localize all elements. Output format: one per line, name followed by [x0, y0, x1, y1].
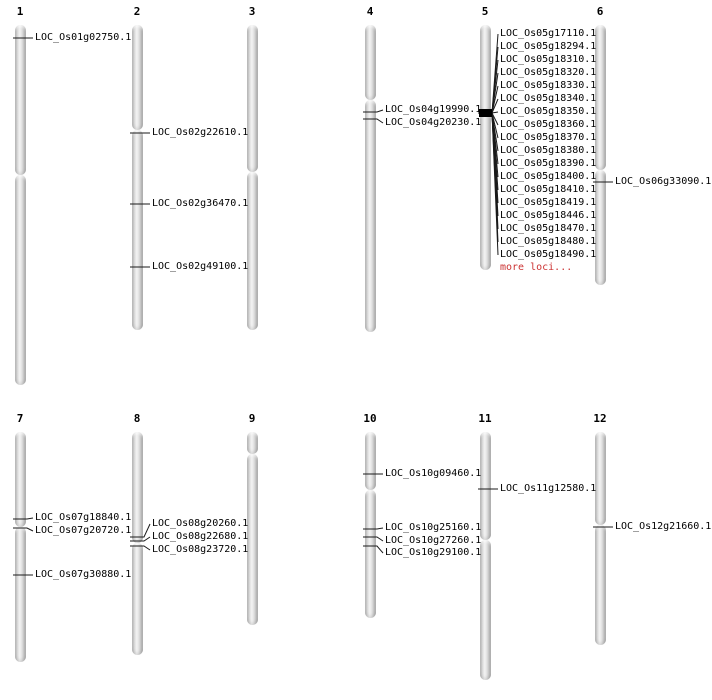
- chromosome-5-arm: [479, 113, 491, 270]
- locus-label[interactable]: LOC_Os11g12580.1: [500, 483, 597, 494]
- locus-label[interactable]: LOC_Os05g18380.1: [500, 145, 597, 156]
- locus-label[interactable]: LOC_Os07g20720.1: [35, 525, 132, 536]
- locus-label[interactable]: LOC_Os08g23720.1: [152, 544, 249, 555]
- locus-label[interactable]: LOC_Os05g18390.1: [500, 158, 597, 169]
- locus-label[interactable]: LOC_Os07g30880.1: [35, 569, 132, 580]
- locus-label[interactable]: LOC_Os05g18490.1: [500, 249, 597, 260]
- chromosome-number: 12: [593, 412, 607, 425]
- locus-label[interactable]: LOC_Os10g09460.1: [385, 468, 482, 479]
- locus-label[interactable]: LOC_Os01g02750.1: [35, 32, 132, 43]
- locus-label[interactable]: LOC_Os05g18480.1: [500, 236, 597, 247]
- locus-label[interactable]: LOC_Os05g18400.1: [500, 171, 597, 182]
- chromosome-number: 8: [133, 412, 141, 425]
- chromosome-10-arm: [364, 490, 376, 618]
- locus-label[interactable]: LOC_Os02g22610.1: [152, 127, 249, 138]
- locus-label[interactable]: LOC_Os12g21660.1: [615, 521, 712, 532]
- chromosome-number: 6: [596, 5, 604, 18]
- chromosome-2-arm: [131, 25, 143, 130]
- locus-label[interactable]: LOC_Os02g49100.1: [152, 261, 249, 272]
- chromosome-9-arm: [246, 454, 258, 625]
- chromosome-number: 2: [133, 5, 141, 18]
- locus-label[interactable]: LOC_Os05g18410.1: [500, 184, 597, 195]
- locus-label[interactable]: LOC_Os08g22680.1: [152, 531, 249, 542]
- locus-label[interactable]: LOC_Os02g36470.1: [152, 198, 249, 209]
- chromosome-6-arm: [594, 25, 606, 170]
- more-loci-link[interactable]: more loci...: [500, 262, 573, 273]
- chromosome-7-arm: [14, 432, 26, 527]
- chromosome-4-arm: [364, 100, 376, 332]
- locus-label[interactable]: LOC_Os10g27260.1: [385, 535, 482, 546]
- locus-label[interactable]: LOC_Os05g18340.1: [500, 93, 597, 104]
- chromosome-12-arm: [594, 432, 606, 525]
- chromosome-9-arm: [246, 432, 258, 454]
- locus-label[interactable]: LOC_Os05g18310.1: [500, 54, 597, 65]
- chromosome-4-arm: [364, 25, 376, 100]
- locus-label[interactable]: LOC_Os08g20260.1: [152, 518, 249, 529]
- chromosome-2-arm: [131, 130, 143, 330]
- chromosome-8-arm: [131, 543, 143, 655]
- chromosome-number: 10: [363, 412, 377, 425]
- chromosome-10-arm: [364, 432, 376, 490]
- chromosome-6-arm: [594, 170, 606, 285]
- chromosome-number: 1: [16, 5, 24, 18]
- locus-label[interactable]: LOC_Os06g33090.1: [615, 176, 712, 187]
- locus-label[interactable]: LOC_Os05g18350.1: [500, 106, 597, 117]
- chromosome-number: 7: [16, 412, 24, 425]
- chromosome-11-arm: [479, 540, 491, 680]
- chromosome-12-arm: [594, 525, 606, 645]
- locus-label[interactable]: LOC_Os05g18419.1: [500, 197, 597, 208]
- chromosome-number: 4: [366, 5, 374, 18]
- locus-label[interactable]: LOC_Os05g18294.1: [500, 41, 597, 52]
- chromosome-number: 3: [248, 5, 256, 18]
- locus-label[interactable]: LOC_Os05g18360.1: [500, 119, 597, 130]
- chromosome-11-arm: [479, 432, 491, 540]
- locus-label[interactable]: LOC_Os05g18470.1: [500, 223, 597, 234]
- locus-label[interactable]: LOC_Os05g17110.1: [500, 28, 597, 39]
- locus-label[interactable]: LOC_Os04g20230.1: [385, 117, 482, 128]
- chromosome-7-arm: [14, 527, 26, 662]
- chromosome-number: 9: [248, 412, 256, 425]
- locus-label[interactable]: LOC_Os10g25160.1: [385, 522, 482, 533]
- locus-label[interactable]: LOC_Os05g18330.1: [500, 80, 597, 91]
- chromosome-8-arm: [131, 432, 143, 543]
- locus-label[interactable]: LOC_Os04g19990.1: [385, 104, 482, 115]
- chromosome-5-arm: [479, 25, 491, 113]
- chromosome-3-arm: [246, 25, 258, 172]
- locus-label[interactable]: LOC_Os07g18840.1: [35, 512, 132, 523]
- chromosome-3-arm: [246, 172, 258, 330]
- locus-label[interactable]: LOC_Os05g18446.1: [500, 210, 597, 221]
- chromosome-1-arm: [14, 175, 26, 385]
- locus-label[interactable]: LOC_Os05g18370.1: [500, 132, 597, 143]
- chromosome-number: 11: [478, 412, 492, 425]
- chromosome-1-arm: [14, 25, 26, 175]
- locus-label[interactable]: LOC_Os10g29100.1: [385, 547, 482, 558]
- chromosome-number: 5: [481, 5, 489, 18]
- locus-label[interactable]: LOC_Os05g18320.1: [500, 67, 597, 78]
